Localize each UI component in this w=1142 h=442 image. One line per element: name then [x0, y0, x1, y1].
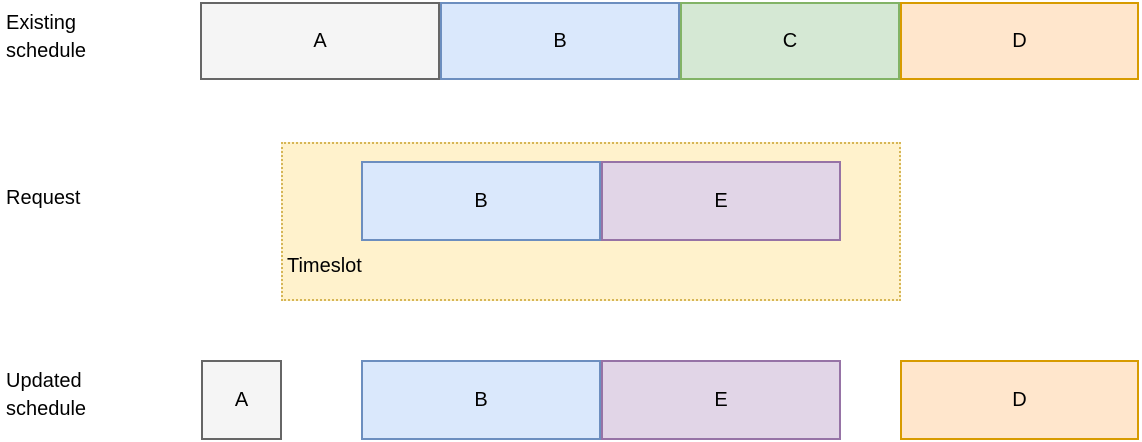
updated-block-b-letter: B: [474, 388, 488, 411]
updated-block-a: A: [201, 360, 282, 440]
request-block-b-letter: B: [474, 189, 488, 212]
timeslot-label: Timeslot: [287, 255, 362, 277]
existing-block-c-letter: C: [782, 29, 798, 52]
existing-block-d: D: [900, 2, 1139, 80]
request-block-b: B: [361, 161, 601, 241]
existing-schedule-label: Existing schedule: [6, 12, 87, 62]
existing-block-b: B: [440, 2, 680, 80]
request-block-e-letter: E: [714, 189, 728, 212]
existing-block-c: C: [680, 2, 900, 80]
updated-block-d: D: [900, 360, 1139, 440]
updated-block-e: E: [601, 360, 841, 440]
updated-block-b: B: [361, 360, 601, 440]
existing-block-a-letter: A: [313, 29, 327, 52]
updated-schedule-label: Updated schedule: [6, 370, 87, 420]
existing-block-d-letter: D: [1012, 29, 1027, 52]
updated-block-d-letter: D: [1012, 388, 1027, 411]
existing-block-a: A: [200, 2, 440, 80]
request-block-e: E: [601, 161, 841, 241]
existing-block-b-letter: B: [553, 29, 567, 52]
updated-block-e-letter: E: [714, 388, 728, 411]
request-label: Request: [6, 187, 81, 209]
updated-block-a-letter: A: [234, 388, 249, 411]
